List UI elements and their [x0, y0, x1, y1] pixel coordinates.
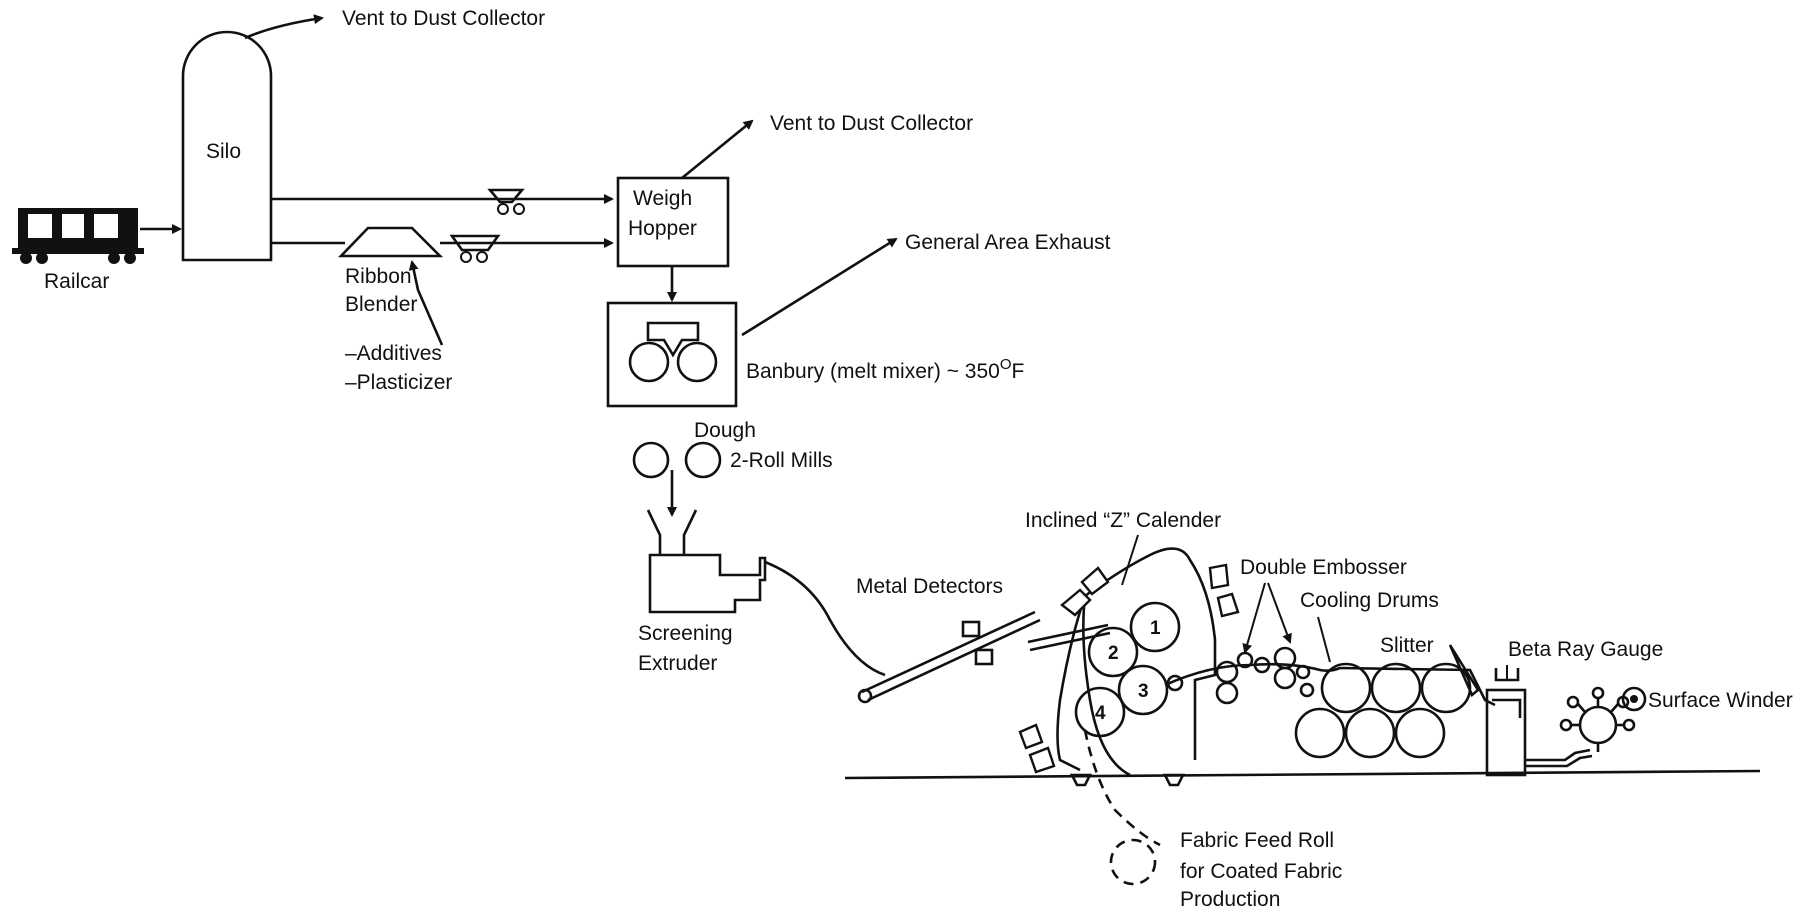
roll-number-3: 3 [1138, 681, 1149, 702]
metal-detectors-label: Metal Detectors [856, 575, 1003, 598]
banbury-label: Banbury (melt mixer) ~ 350OF [746, 356, 1024, 383]
extruder-label: Extruder [638, 652, 717, 675]
surface-winder-icon [1525, 686, 1647, 768]
calender-label: Inclined “Z” Calender [1025, 509, 1221, 532]
calender-pointer [1121, 534, 1139, 586]
hopper-label: Hopper [628, 217, 697, 240]
additives-label: –Additives [345, 342, 442, 365]
beta-ray-label: Beta Ray Gauge [1508, 638, 1663, 661]
hopper-vent-arrow [681, 119, 754, 180]
roll-number-1: 1 [1150, 618, 1161, 639]
slitter-icon [1448, 644, 1480, 698]
fabric-feed-path [1083, 729, 1161, 847]
fabric-label-3: Production [1180, 888, 1280, 907]
ribbon-blender-icon [337, 226, 444, 258]
surface-winder-label: Surface Winder [1648, 689, 1793, 712]
general-exhaust-label: General Area Exhaust [905, 231, 1111, 254]
vent-label-hopper: Vent to Dust Collector [770, 112, 973, 135]
vent-label-top: Vent to Dust Collector [342, 7, 545, 30]
weigh-label: Weigh [633, 187, 692, 210]
double-embosser-label: Double Embosser [1240, 556, 1407, 579]
additives-arrow [408, 260, 444, 346]
ribbon-label: Ribbon [345, 265, 412, 288]
blender-label: Blender [345, 293, 417, 316]
plasticizer-label: –Plasticizer [345, 371, 452, 394]
silo-icon [181, 30, 273, 262]
conveyor-car-upper [487, 188, 525, 215]
fabric-label-2: for Coated Fabric [1180, 860, 1342, 883]
embosser-pointer-2 [1267, 582, 1292, 644]
silo-vent-arrow [244, 14, 324, 40]
z-calender-icon [1018, 547, 1240, 787]
screening-label: Screening [638, 622, 733, 645]
banbury-exhaust-arrow [741, 237, 898, 337]
beta-ray-gauge-icon [1485, 665, 1527, 777]
two-roll-mill-icon [632, 441, 722, 479]
two-roll-mills-label: 2-Roll Mills [730, 449, 833, 472]
silo-label: Silo [206, 140, 241, 163]
screening-extruder-icon [646, 509, 767, 614]
slitter-label: Slitter [1380, 634, 1434, 657]
cooling-drums-pointer [1317, 616, 1331, 663]
railcar-icon [12, 208, 144, 264]
extruder-to-conveyor-line [764, 560, 886, 677]
banbury-mixer-icon [606, 301, 738, 408]
cooling-drums-label: Cooling Drums [1300, 589, 1439, 612]
cooling-drums-icon [1294, 662, 1472, 759]
metal-detector-icon [857, 610, 1041, 704]
roll-number-4: 4 [1095, 703, 1106, 724]
fabric-label-1: Fabric Feed Roll [1180, 829, 1334, 852]
conveyor-car-lower [449, 234, 501, 263]
roll-number-2: 2 [1108, 643, 1119, 664]
embosser-pointer-1 [1242, 582, 1266, 654]
double-embosser-icon [1166, 646, 1315, 705]
dough-label: Dough [694, 419, 756, 442]
floor-line [844, 769, 1761, 780]
railcar-label: Railcar [44, 270, 109, 293]
fabric-feed-roll-icon [1109, 838, 1157, 886]
